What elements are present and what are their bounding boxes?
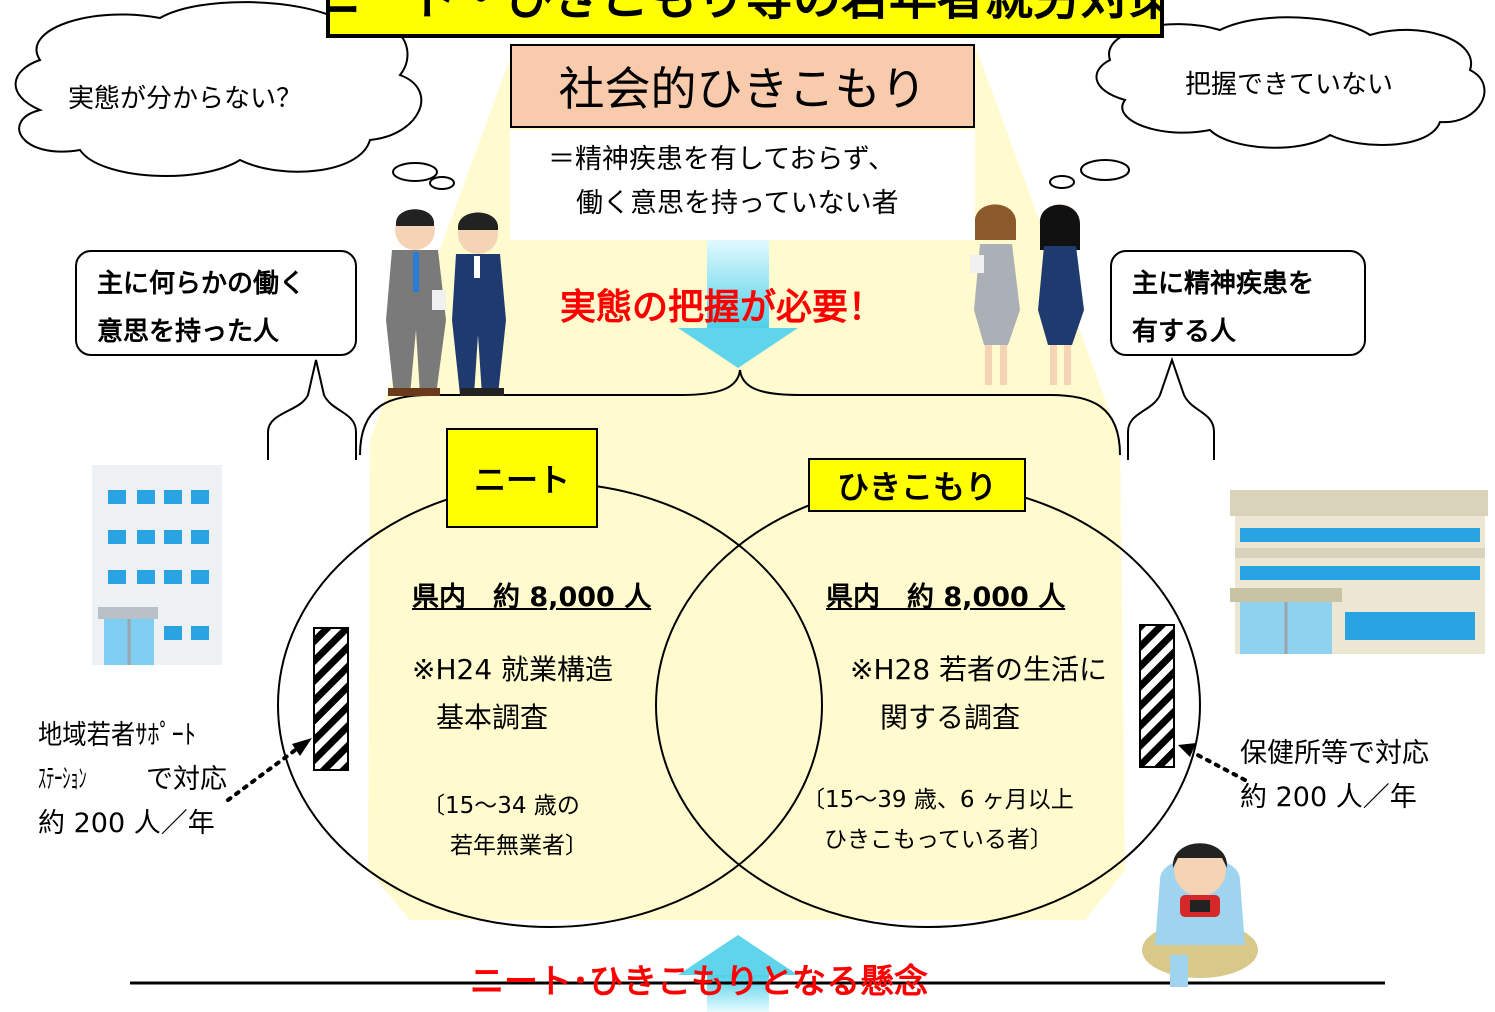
- spotlight-area: [368, 45, 1125, 920]
- need-grasp-text: 実態の把握が必要！: [560, 287, 885, 328]
- hikikomori-sub-line-1: 〔15～39 歳、6 ヶ月以上: [802, 787, 1074, 813]
- definition-line-2: 働く意思を持っていない者: [576, 188, 899, 219]
- neet-note-line-2: 基本調査: [436, 701, 549, 734]
- neet-source-note: ※H24 就業構造 基本調査: [412, 646, 613, 742]
- office-building-icon: [92, 465, 222, 665]
- hikikomori-source-note: ※H28 若者の生活に 関する調査: [850, 646, 1107, 742]
- hikikomori-note-line-1: ※H28 若者の生活に: [850, 653, 1108, 686]
- right-cloud-text: 把握できていない: [1185, 70, 1394, 100]
- left-callout-line-1: 主に何らかの働く: [97, 269, 306, 299]
- left-callout-line-2: 意思を持った人: [97, 317, 280, 347]
- left-thought-cloud: [14, 1, 455, 190]
- hikikomori-label: ひきこもり: [808, 458, 1026, 512]
- hikikomori-note-line-2: 関する調査: [880, 701, 1021, 734]
- neet-count: 県内 約 8,000 人: [412, 582, 652, 613]
- right-support-text: 保健所等で対応 約 200 人／年: [1240, 732, 1429, 820]
- venn-brace: [359, 369, 1121, 456]
- up-arrow: [678, 935, 798, 1012]
- left-dotted-arrow: [226, 738, 312, 802]
- right-thought-cloud: [1049, 16, 1486, 189]
- right-support-line-2: 約 200 人／年: [1240, 782, 1417, 813]
- right-small-brace: [1127, 356, 1215, 460]
- down-arrow: [678, 236, 798, 368]
- health-center-building-icon: [1230, 490, 1488, 654]
- neet-sub-line-1: 〔15～34 歳の: [422, 793, 580, 819]
- left-support-line-1: 地域若者ｻﾎﾟｰﾄ: [38, 714, 238, 758]
- right-support-line-1: 保健所等で対応: [1240, 738, 1429, 769]
- hikikomori-count: 県内 約 8,000 人: [826, 582, 1066, 613]
- neet-note-line-1: ※H24 就業構造: [412, 653, 614, 686]
- left-support-line-3: 約 200 人／年: [38, 808, 215, 839]
- hikikomori-sub-line-2: ひきこもっている者〕: [824, 827, 1053, 853]
- businessmen-illustration: [386, 209, 506, 396]
- left-support-line-2: ｽﾃｰｼｮﾝ で対応: [38, 758, 238, 802]
- hikikomori-sub-note: 〔15～39 歳、6 ヶ月以上 ひきこもっている者〕: [802, 780, 1074, 860]
- neet-sub-line-2: 若年無業者〕: [450, 833, 588, 859]
- right-striped-bar: [1139, 624, 1175, 768]
- social-hikikomori-label: 社会的ひきこもり: [510, 44, 975, 128]
- boy-gaming-illustration: [1142, 843, 1258, 987]
- right-callout: 主に精神疾患を 有する人: [1110, 250, 1366, 356]
- right-dotted-arrow: [1178, 743, 1247, 782]
- page-title: ニート・ひきこもり等の若年者就労対策: [326, 0, 1164, 38]
- businesswomen-illustration: [970, 204, 1084, 385]
- left-support-line-2-station: ｽﾃｰｼｮﾝ: [38, 764, 87, 795]
- right-callout-line-1: 主に精神疾患を: [1132, 269, 1315, 299]
- left-striped-bar: [313, 627, 349, 771]
- left-callout: 主に何らかの働く 意思を持った人: [75, 250, 357, 356]
- neet-label: ニート: [446, 428, 598, 528]
- definition-line-1: ＝精神疾患を有しておらず、: [548, 144, 895, 175]
- left-cloud-text: 実態が分からない？: [68, 84, 303, 114]
- definition-box: ＝精神疾患を有しておらず、 働く意思を持っていない者: [510, 130, 975, 240]
- left-support-line-2-rest: で対応: [146, 764, 227, 795]
- right-callout-line-2: 有する人: [1132, 317, 1237, 347]
- left-support-line-1-text: 地域若者ｻﾎﾟｰﾄ: [38, 720, 196, 751]
- neet-sub-note: 〔15～34 歳の 若年無業者〕: [422, 786, 588, 866]
- left-support-text: 地域若者ｻﾎﾟｰﾄ ｽﾃｰｼｮﾝ で対応 約 200 人／年: [38, 714, 238, 846]
- left-small-brace: [267, 359, 357, 460]
- concern-text: ニート･ひきこもりとなる懸念: [470, 962, 928, 1002]
